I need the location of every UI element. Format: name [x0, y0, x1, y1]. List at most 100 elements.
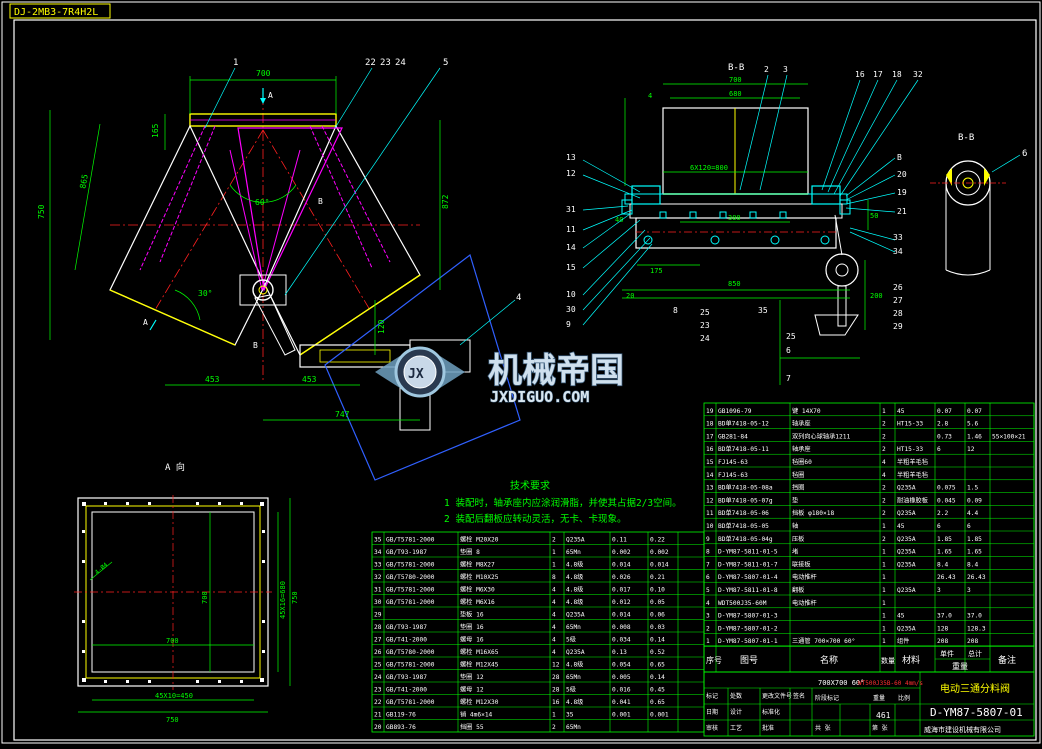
- bom-right-cell: 128.3: [967, 625, 986, 632]
- title-cell-8: 重量: [873, 694, 885, 702]
- bom-left-cell: 螺栓 M12X45: [460, 661, 499, 669]
- bom-left-cell: Q235A: [566, 649, 585, 656]
- bom-right-cell: D-YM87-5807-01-1: [718, 638, 778, 645]
- bom-right-cell: 8.4: [967, 561, 978, 568]
- bom-right-cell: D-YM87-5811-01-8: [718, 587, 778, 594]
- bom-right-cell: GB281-84: [718, 433, 748, 440]
- bom-left-cell: 2: [552, 537, 556, 544]
- bom-left-cell: 24: [374, 674, 382, 681]
- bom-right-cell: 2: [882, 536, 886, 543]
- bom-left-cell: 0.012: [612, 599, 631, 606]
- bb-balloon-bottom-2: 23: [700, 321, 710, 330]
- title-cell-7: 阶段标记: [815, 694, 839, 702]
- bom-right-cell: HT15-33: [897, 446, 923, 453]
- bom-right-cell: 0.07: [937, 408, 952, 415]
- title-weight-value: 461: [876, 711, 891, 720]
- bom-right-cell: BD单7418-05-04g: [718, 535, 773, 543]
- bom-right-cell: 1: [882, 625, 886, 632]
- bom-left-cell: 螺栓 M6X16: [460, 598, 495, 606]
- bom-right-cell: 4: [882, 472, 886, 479]
- bb-balloon-right-7: 27: [893, 296, 903, 305]
- bb-balloon-bottom-5: 25: [786, 332, 796, 341]
- bb-balloon-left-3: 11: [566, 225, 576, 234]
- bom-left-cell: 4: [552, 599, 556, 606]
- bb-balloon-right-8: 28: [893, 309, 903, 318]
- bom-right-cell: 2: [882, 497, 886, 504]
- bom-left-cell: 4.8级: [566, 698, 583, 706]
- bom-left-cell: GB893-76: [386, 724, 416, 731]
- main-balloon-4: 5: [443, 58, 448, 68]
- main-dim-3: 865: [78, 173, 89, 189]
- bom-right-cell: BD单7418-05-06: [718, 509, 769, 517]
- bom-left-cell: 0.001: [612, 712, 631, 719]
- bom-left-cell: 0.016: [612, 687, 631, 694]
- main-marker-b-right: B: [318, 197, 323, 206]
- bom-right-cell: 7: [706, 561, 710, 568]
- bom-left-cell: 螺栓 M20X20: [460, 536, 499, 544]
- title-cell-6: 标准化: [762, 708, 780, 716]
- bb-balloon-top-4: 18: [892, 70, 902, 79]
- bom-right-cell: 毡圈60: [792, 458, 812, 466]
- bom-left-cell: GB/T5780-2000: [386, 574, 435, 581]
- bom-left-cell: 0.002: [612, 549, 631, 556]
- bom-left-cell: 23: [374, 687, 382, 694]
- bb-dim-1: 680: [729, 90, 742, 98]
- bom-left-cell: 25: [374, 662, 382, 669]
- bb-balloon-bottom-3: 24: [700, 334, 710, 343]
- bom-right-cell: 1: [882, 408, 886, 415]
- bom-right-cell: 37.0: [967, 613, 982, 620]
- watermark-logo-text: JX: [408, 367, 424, 382]
- bom-left-cell: 28: [552, 674, 560, 681]
- bom-right-cell: 压板: [792, 535, 804, 543]
- bom-right-cell: GB1096-79: [718, 408, 752, 415]
- bom-left-cell: 1: [552, 712, 556, 719]
- bom-right-cell: 3: [937, 587, 941, 594]
- bom-left-cell: 0.06: [650, 612, 665, 619]
- bom-header-seq: 序号: [706, 655, 722, 665]
- a-dim-4: 700: [201, 591, 209, 604]
- a-dim-0: 750: [166, 716, 179, 724]
- bom-right-cell: 4.4: [967, 510, 978, 517]
- bom-left-cell: GB/T5781-2000: [386, 562, 435, 569]
- bom-right-cell: 6: [937, 446, 941, 453]
- bb-balloon-left-2: 31: [566, 205, 576, 214]
- main-marker-b-bottom: B: [253, 341, 258, 350]
- bom-left-cell: 0.10: [650, 587, 665, 594]
- bom-left-cell: 0.005: [612, 674, 631, 681]
- bom-left-cell: GB/T5781-2000: [386, 699, 435, 706]
- main-dim-10: 120: [377, 319, 386, 334]
- bom-left-cell: 5级: [566, 636, 576, 644]
- bom-left-cell: GB/T41-2000: [386, 637, 427, 644]
- bom-right-cell: 垫: [792, 496, 799, 504]
- main-balloon-5: 4: [516, 293, 521, 303]
- bom-left-cell: 垫圈 8: [460, 548, 480, 556]
- main-dim-7: 747: [335, 410, 350, 419]
- bb-balloon-right-3: 21: [897, 207, 907, 216]
- bom-right-cell: 半粗羊毛毡: [897, 458, 928, 466]
- bom-header-qty: 数量: [881, 656, 895, 665]
- bb-dim-3: 6X120=800: [690, 164, 728, 172]
- bom-left-cell: 4: [552, 649, 556, 656]
- title-cell-13: 共 张: [815, 724, 831, 732]
- bom-right-cell: 45: [897, 523, 905, 530]
- bom-right-cell: D-YM87-5807-01-4: [718, 574, 778, 581]
- bom-right-cell: 1: [882, 600, 886, 607]
- bom-right-cell: 1: [882, 523, 886, 530]
- bom-left-cell: 4: [552, 587, 556, 594]
- bom-right-cell: 5: [706, 587, 710, 594]
- bom-left-cell: 1: [552, 562, 556, 569]
- bom-left-cell: 0.11: [612, 537, 627, 544]
- bom-right-cell: 4: [706, 600, 710, 607]
- bom-right-cell: 8: [706, 549, 710, 556]
- bom-left-cell: 0.034: [612, 637, 631, 644]
- drawing-title-tag: DJ-2MB3-7R4H2L: [9, 3, 111, 19]
- bom-left-cell: 20: [374, 724, 382, 731]
- bom-right-cell: 128: [937, 625, 948, 632]
- title-cell-5: 设计: [730, 708, 742, 716]
- title-cell-2: 更改文件号: [762, 692, 792, 700]
- bom-right-cell: 208: [967, 638, 978, 645]
- bom-right-cell: 6: [967, 523, 971, 530]
- bom-right-cell: FJ145-63: [718, 459, 748, 466]
